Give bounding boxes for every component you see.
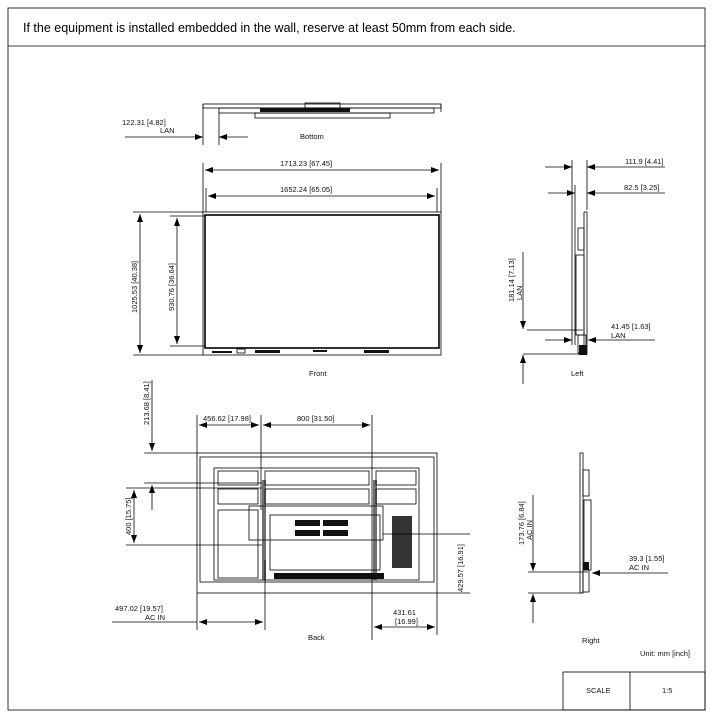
back-right-offset-inch: [16.99] [395, 617, 418, 626]
sheet-border [7, 7, 706, 711]
front-height-outer: 1025.53 [40.38] [130, 261, 139, 313]
unit-note: Unit: mm [inch] [640, 649, 690, 658]
left-view: 111.9 [4.41] 82.5 [3.25] 181.14 [7.13] L… [507, 157, 665, 384]
right-ac-depth-label: AC IN [629, 563, 649, 572]
back-view: 456.62 [17.98] 800 [31.50] 213.68 [8.41]… [112, 380, 470, 642]
left-lan-height: 181.14 [7.13] [507, 258, 516, 302]
back-right-offset-mm: 431.61 [393, 608, 416, 617]
back-left-offset: 456.62 [17.98] [203, 414, 251, 423]
left-view-label: Left [571, 369, 584, 378]
right-view-label: Right [582, 636, 600, 645]
left-depth-total: 111.9 [4.41] [625, 157, 664, 166]
scale-box: SCALE 1:5 [562, 671, 706, 711]
back-bottom-offset: 429.57 [16.91] [456, 544, 465, 592]
bottom-view-label: Bottom [300, 132, 324, 141]
back-vesa-width: 800 [31.50] [297, 414, 335, 423]
scale-label: SCALE [586, 686, 611, 695]
front-width-inner: 1652.24 [65.05] [280, 185, 332, 194]
front-height-inner: 930.76 [36.64] [167, 263, 176, 311]
left-lan-depth-label: LAN [611, 331, 626, 340]
front-width-outer: 1713.23 [67.45] [280, 159, 332, 168]
back-top-offset: 213.68 [8.41] [142, 381, 151, 425]
left-lan-depth: 41.45 [1.63] [611, 322, 651, 331]
front-view: 1713.23 [67.45] 1652.24 [65.05] 1025.53 … [130, 159, 442, 378]
right-ac-depth: 39.3 [1.55] [629, 554, 664, 563]
left-depth-body: 82.5 [3.25] [624, 183, 659, 192]
front-view-label: Front [309, 369, 327, 378]
right-ac-height: 173.76 [6.84] [517, 501, 526, 545]
back-vesa-height: 400 [15.75] [124, 497, 133, 535]
bottom-lan-label: LAN [160, 126, 175, 135]
scale-value: 1:5 [662, 686, 672, 695]
right-ac-height-label: AC IN [525, 520, 534, 540]
back-view-label: Back [308, 633, 325, 642]
bottom-view: 122.31 [4.82] LAN Bottom [122, 102, 442, 145]
right-view: 173.76 [6.84] AC IN 39.3 [1.55] AC IN Ri… [517, 452, 668, 645]
bottom-lan-dim: 122.31 [4.82] [122, 118, 166, 127]
back-ac-in-label: AC IN [145, 613, 165, 622]
left-lan-height-label: LAN [515, 285, 524, 300]
back-ac-in-x: 497.02 [19.57] [115, 604, 163, 613]
installation-note: If the equipment is installed embedded i… [23, 21, 516, 35]
